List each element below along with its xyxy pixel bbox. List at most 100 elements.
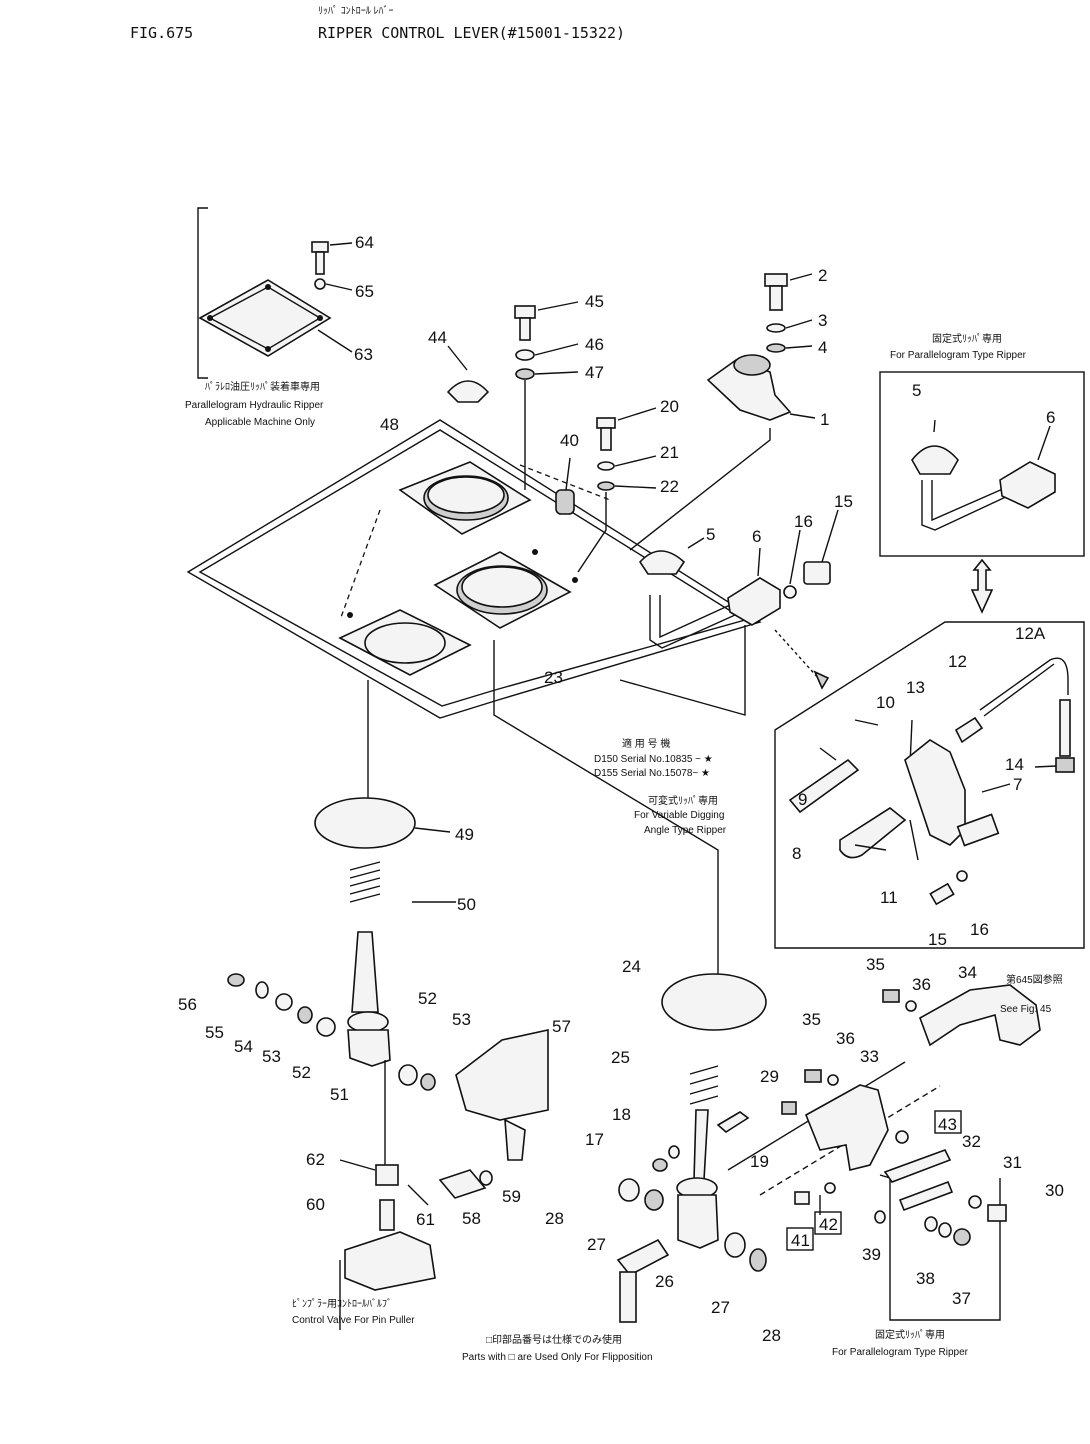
inset-variable-ripper: 適 用 号 機 D150 Serial No.10835 ~ ★ D155 Se… [594,621,1085,949]
para-bottom-note: For Parallelogram Type Ripper [832,1347,969,1358]
part-label-5: 5 [912,381,921,400]
part-label-4: 4 [818,338,827,357]
part-label-35: 35 [802,1010,821,1029]
part-label-27: 27 [587,1235,606,1254]
part-label-64: 64 [355,233,374,252]
knob-44 [446,345,490,403]
nut-40 [555,457,575,515]
part-label-55: 55 [205,1023,224,1042]
part-label-28: 28 [545,1209,564,1228]
part-label-21: 21 [660,443,679,462]
part-label-46: 46 [585,335,604,354]
para-bottom-note-jp: 固定式ﾘｯﾊﾟ専用 [875,1328,945,1341]
part-label-63: 63 [354,345,373,364]
part-label-32: 32 [962,1132,981,1151]
inset-hydraulic-note-2: Applicable Machine Only [205,417,315,428]
part-label-12A: 12A [1015,624,1046,643]
see-fig-note-jp: 第645図参照 [1006,973,1063,986]
part-label-9: 9 [798,790,807,809]
part-label-15: 15 [928,930,947,949]
part-label-12: 12 [948,652,967,671]
part-label-24: 24 [622,957,641,976]
part-label-26: 26 [655,1272,674,1291]
part-label-25: 25 [611,1048,630,1067]
part-label-2: 2 [818,266,827,285]
part-label-39: 39 [862,1245,881,1264]
inset-hydraulic-ripper: ﾊﾟﾗﾚﾛ油圧ﾘｯﾊﾟ装着車専用 Parallelogram Hydraulic… [185,207,353,428]
part-label-58: 58 [462,1209,481,1228]
part-label-6: 6 [752,527,761,546]
part-label-62: 62 [306,1150,325,1169]
part-label-60: 60 [306,1195,325,1214]
part-label-54: 54 [234,1037,253,1056]
part-label-38: 38 [916,1269,935,1288]
part-label-53: 53 [262,1047,281,1066]
figure-title: RIPPER CONTROL LEVER(#15001-15322) [318,24,625,42]
middle-lever-assembly [493,640,941,1323]
title-japanese: ﾘｯﾊﾟ ｺﾝﾄﾛｰﾙ ﾚﾊﾞｰ [318,5,394,17]
inset-para-note: For Parallelogram Type Ripper [890,350,1027,361]
part-label-3: 3 [818,311,827,330]
part-label-18: 18 [612,1105,631,1124]
part-label-51: 51 [330,1085,349,1104]
part-label-40: 40 [560,431,579,450]
see-fig-note: See Fig. 45 [1000,1004,1052,1015]
part-label-30: 30 [1045,1181,1064,1200]
part-label-49: 49 [455,825,474,844]
part-label-57: 57 [552,1017,571,1036]
part-label-16: 16 [794,512,813,531]
part-label-34: 34 [958,963,977,982]
part-label-37: 37 [952,1289,971,1308]
part-label-44: 44 [428,328,447,347]
part-label-61: 61 [416,1210,435,1229]
serial-note-2: D155 Serial No.15078~ ★ [594,768,710,779]
part-label-28: 28 [762,1326,781,1345]
part-label-52: 52 [292,1063,311,1082]
part-label-17: 17 [585,1130,604,1149]
part-label-59: 59 [502,1187,521,1206]
part-label-33: 33 [860,1047,879,1066]
part-label-22: 22 [660,477,679,496]
inset-hydraulic-note-jp: ﾊﾟﾗﾚﾛ油圧ﾘｯﾊﾟ装着車専用 [205,380,320,393]
part-label-14: 14 [1005,755,1024,774]
floor-plate [186,419,762,719]
pin-puller-note: Control Valve For Pin Puller [292,1315,415,1326]
part-label-65: 65 [355,282,374,301]
part-label-36: 36 [836,1029,855,1048]
part-label-35: 35 [866,955,885,974]
pin-puller-note-jp: ﾋﾟﾝﾌﾟﾗｰ用ｺﾝﾄﾛｰﾙﾊﾞﾙﾌﾞ [292,1298,392,1310]
variable-note-jp: 可変式ﾘｯﾊﾟ専用 [648,794,718,807]
position-note-jp: □印部品番号は仕様でのみ使用 [486,1333,622,1346]
part-label-29: 29 [760,1067,779,1086]
bracket-1 [629,273,816,551]
part-label-53: 53 [452,1010,471,1029]
part-label-16: 16 [970,920,989,939]
part-label-20: 20 [660,397,679,416]
part-label-23: 23 [544,668,563,687]
inset-parallelogram-ripper: 固定式ﾘｯﾊﾟ専用 For Parallelogram Type Ripper [879,332,1085,614]
part-label-19: 19 [750,1152,769,1171]
right-lower-assembly: 第645図参照 See Fig. 45 [781,973,1063,1321]
part-label-50: 50 [457,895,476,914]
part-label-6: 6 [1046,408,1055,427]
part-label-1: 1 [820,410,829,429]
part-label-13: 13 [906,678,925,697]
figure-number: FIG.675 [130,24,193,42]
part-label-43: 43 [938,1115,957,1134]
lever-assembly-5-6 [619,509,839,716]
part-label-8: 8 [792,844,801,863]
part-label-56: 56 [178,995,197,1014]
part-label-36: 36 [912,975,931,994]
part-label-41: 41 [791,1231,810,1250]
part-label-45: 45 [585,292,604,311]
part-label-31: 31 [1003,1153,1022,1172]
variable-note-1: For Variable Digging [634,810,724,821]
left-lever-assembly [227,680,549,1330]
part-label-5: 5 [706,525,715,544]
part-label-42: 42 [819,1215,838,1234]
inset-hydraulic-note-1: Parallelogram Hydraulic Ripper [185,400,324,411]
bolt-stack-20-22 [577,407,657,573]
part-label-7: 7 [1013,775,1022,794]
